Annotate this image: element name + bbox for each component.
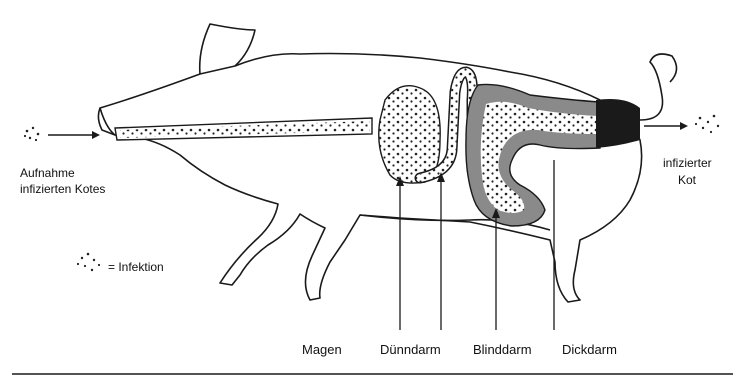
label-colon: Dickdarm <box>562 342 617 357</box>
rectum-dark <box>596 99 640 148</box>
label-cecum: Blinddarm <box>473 342 532 357</box>
small-intestine-pointer <box>437 172 445 330</box>
pig-ear-outline <box>200 24 255 74</box>
excretion-arrow <box>644 122 688 130</box>
pig-outline <box>98 24 641 302</box>
excreted-dots <box>695 115 719 133</box>
label-intake-line1: Aufnahme <box>20 166 75 180</box>
colon-organ <box>466 84 640 226</box>
label-infection-legend: = Infektion <box>108 260 164 274</box>
legend-infection-dots <box>77 253 100 271</box>
label-stomach: Magen <box>302 342 342 357</box>
label-intake-line2: infizierten Kotes <box>20 182 105 196</box>
pig-body-outline <box>100 54 642 303</box>
label-infected-feces-line2: Kot <box>678 173 696 187</box>
label-small-intestine: Dünndarm <box>380 342 441 357</box>
stomach-pointer <box>396 176 404 330</box>
pig-tail <box>640 54 677 120</box>
esophagus <box>115 118 372 140</box>
intake-arrow <box>48 131 100 139</box>
intake-dots <box>24 127 39 141</box>
label-infected-feces-line1: infizierter <box>663 156 712 170</box>
stomach-organ <box>379 86 440 183</box>
